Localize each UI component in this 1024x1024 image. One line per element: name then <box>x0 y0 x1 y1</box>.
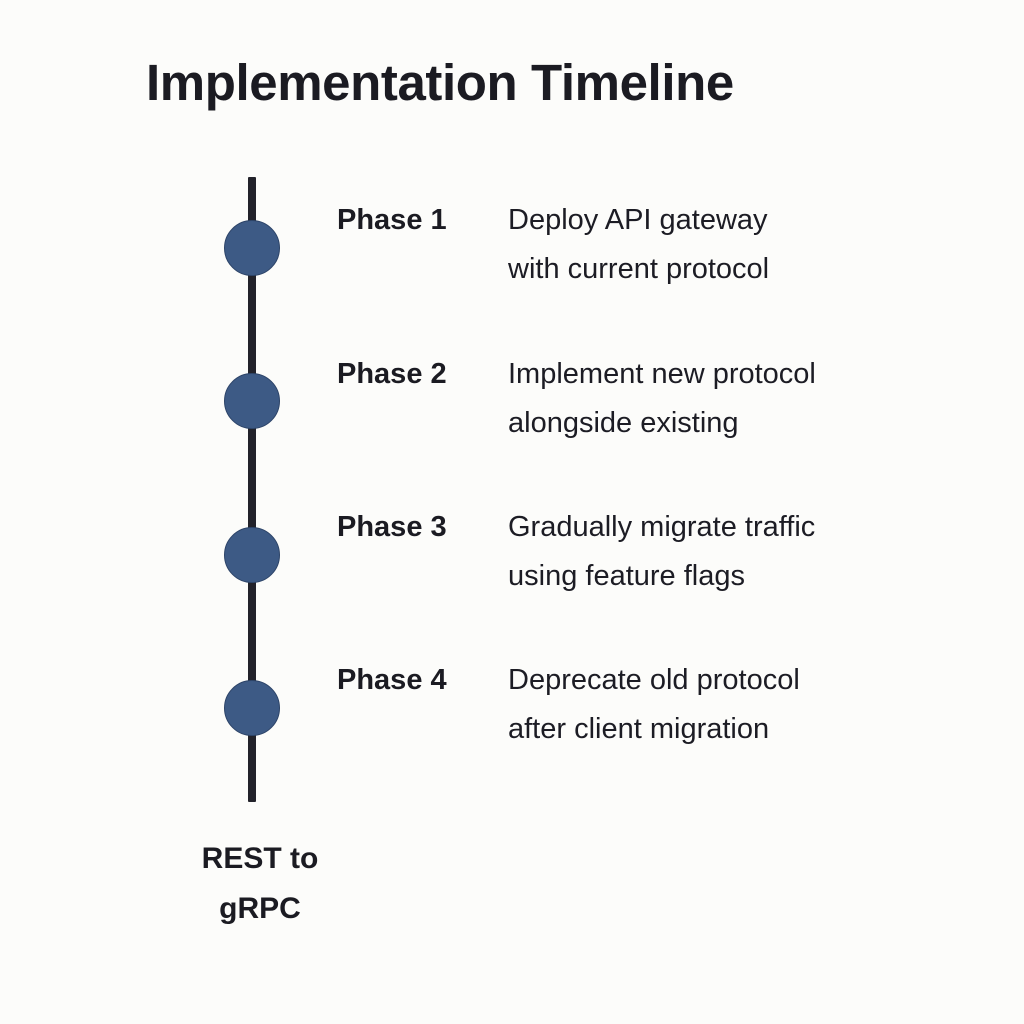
caption-line: gRPC <box>219 892 301 925</box>
timeline-node-phase-3 <box>224 527 280 583</box>
phase-label: Phase 1 <box>337 204 447 236</box>
timeline-node-phase-2 <box>224 373 280 429</box>
caption-line: REST to <box>201 842 319 875</box>
phase-description: Gradually migrate traffic using feature … <box>508 503 957 601</box>
timeline-axis-line <box>248 177 256 802</box>
phase-description-line: alongside existing <box>508 407 739 439</box>
phase-label: Phase 4 <box>337 664 447 696</box>
phase-description-line: Deprecate old protocol <box>508 664 800 696</box>
phase-label: Phase 2 <box>337 358 447 390</box>
phase-description: Implement new protocol alongside existin… <box>508 350 957 448</box>
timeline-caption: REST to gRPC <box>130 834 390 934</box>
phase-description: Deploy API gateway with current protocol <box>508 196 957 294</box>
phase-description: Deprecate old protocol after client migr… <box>508 656 957 754</box>
phase-description-line: Deploy API gateway <box>508 204 768 236</box>
phase-row: Phase 3 Gradually migrate traffic using … <box>337 503 957 601</box>
phase-row: Phase 2 Implement new protocol alongside… <box>337 350 957 448</box>
phase-row: Phase 4 Deprecate old protocol after cli… <box>337 656 957 754</box>
phase-description-line: after client migration <box>508 713 770 745</box>
phase-description-line: Gradually migrate traffic <box>508 511 816 543</box>
timeline-node-phase-1 <box>224 220 280 276</box>
phase-row: Phase 1 Deploy API gateway with current … <box>337 196 957 294</box>
phase-description-line: with current protocol <box>508 253 770 285</box>
phase-description-line: Implement new protocol <box>508 358 816 390</box>
timeline-node-phase-4 <box>224 680 280 736</box>
page-title: Implementation Timeline <box>146 54 734 111</box>
phase-label: Phase 3 <box>337 511 447 543</box>
phase-description-line: using feature flags <box>508 560 745 592</box>
